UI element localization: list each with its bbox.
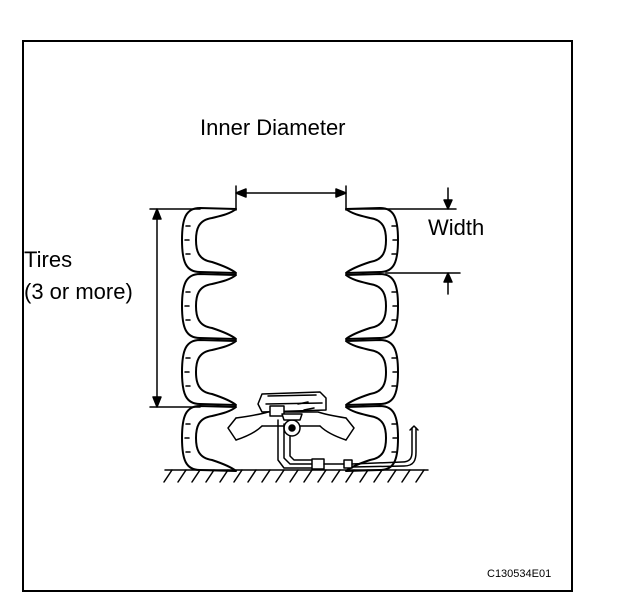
width-dimension <box>349 187 461 295</box>
width-label: Width <box>428 215 485 240</box>
tire-1 <box>181 207 399 274</box>
stack-height-dimension <box>149 208 201 408</box>
inner-diameter-label: Inner Diameter <box>200 115 346 140</box>
ground <box>163 469 429 483</box>
tires-label-line2: (3 or more) <box>24 279 133 304</box>
inner-diameter-dimension <box>235 185 347 211</box>
tires-label: Tires (3 or more) <box>24 244 133 308</box>
wheel-rim <box>227 411 355 441</box>
figure-code: C130534E01 <box>487 568 552 580</box>
cable <box>277 419 419 470</box>
tester-device <box>257 391 327 437</box>
figure-frame <box>22 40 573 592</box>
tires-label-line1: Tires <box>24 247 73 272</box>
tire-2 <box>181 273 399 340</box>
